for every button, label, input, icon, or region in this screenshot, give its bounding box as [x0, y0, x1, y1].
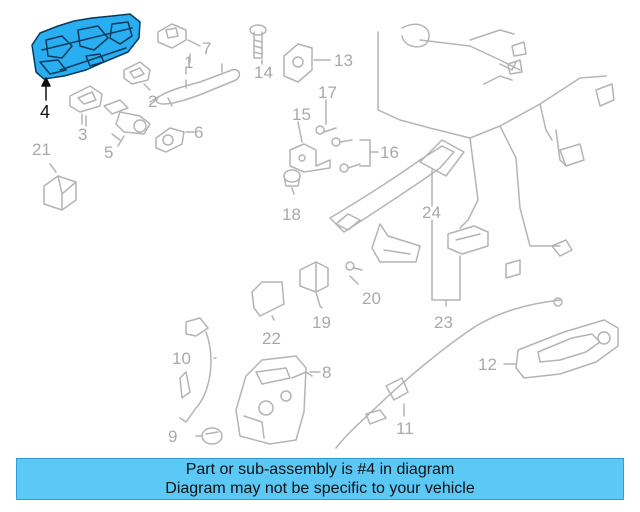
callout-15: 15: [292, 105, 311, 124]
callout-4-arrowhead: [41, 77, 51, 87]
part-16-screws: [331, 137, 379, 173]
callout-18: 18: [282, 205, 301, 224]
part-17-screw: [315, 125, 337, 135]
parts-diagram: [31, 13, 619, 449]
part-1-outer-handle: [155, 63, 241, 107]
callout-12: 12: [478, 355, 497, 374]
part-21-block: [43, 163, 77, 211]
part-9-grommet: [201, 427, 223, 445]
callout-23: 23: [434, 313, 453, 332]
callout-9: 9: [168, 427, 178, 446]
part-8-latch: [235, 355, 313, 445]
callout-13: 13: [334, 51, 353, 70]
callout-5: 5: [104, 143, 114, 162]
part-2-cap: [123, 61, 151, 91]
part-5-lock-cylinder: [103, 99, 151, 141]
callout-24: 24: [422, 203, 441, 222]
part-24-harness-guide: [329, 139, 465, 263]
callout-8: 8: [322, 363, 332, 382]
leader-lines: [85, 53, 517, 437]
part-6-gasket: [155, 127, 185, 153]
part-14-bolt: [249, 24, 267, 59]
part-13-bracket: [283, 43, 313, 83]
callout-21: 21: [32, 140, 51, 159]
callout-1: 1: [184, 53, 194, 72]
callout-16: 16: [380, 143, 399, 162]
callout-6: 6: [194, 123, 204, 142]
callout-4: 4: [40, 102, 51, 122]
part-23-connector: [447, 225, 489, 255]
callout-22: 22: [262, 329, 281, 348]
callout-7: 7: [202, 39, 212, 58]
part-22-cover: [251, 281, 285, 317]
part-19-bolt: [299, 261, 329, 307]
part-12-inner-handle: [515, 319, 619, 379]
callout-14: 14: [254, 63, 273, 82]
part-4-handle-carrier[interactable]: [31, 13, 141, 80]
callout-3: 3: [78, 125, 88, 144]
part-7-clip: [157, 23, 201, 49]
part-18-bushing: [283, 169, 301, 187]
part-15-bracket: [289, 143, 331, 173]
banner-line-part: Part or sub-assembly is #4 in diagram: [185, 461, 455, 478]
callout-20: 20: [362, 289, 381, 308]
callout-17: 17: [318, 83, 337, 102]
callout-19: 19: [312, 313, 331, 332]
part-10-rod: [179, 317, 212, 423]
callout-11: 11: [396, 419, 414, 438]
part-11-cable: [335, 297, 563, 449]
part-20-screw: [345, 261, 363, 271]
wire-loom: [377, 23, 615, 279]
callout-10: 10: [172, 349, 191, 368]
callout-2: 2: [148, 92, 158, 111]
banner-line-disclaimer: Diagram may not be specific to your vehi…: [165, 480, 475, 497]
part-3-trim: [69, 85, 103, 125]
info-banner: Part or sub-assembly is #4 in diagram Di…: [16, 458, 624, 500]
